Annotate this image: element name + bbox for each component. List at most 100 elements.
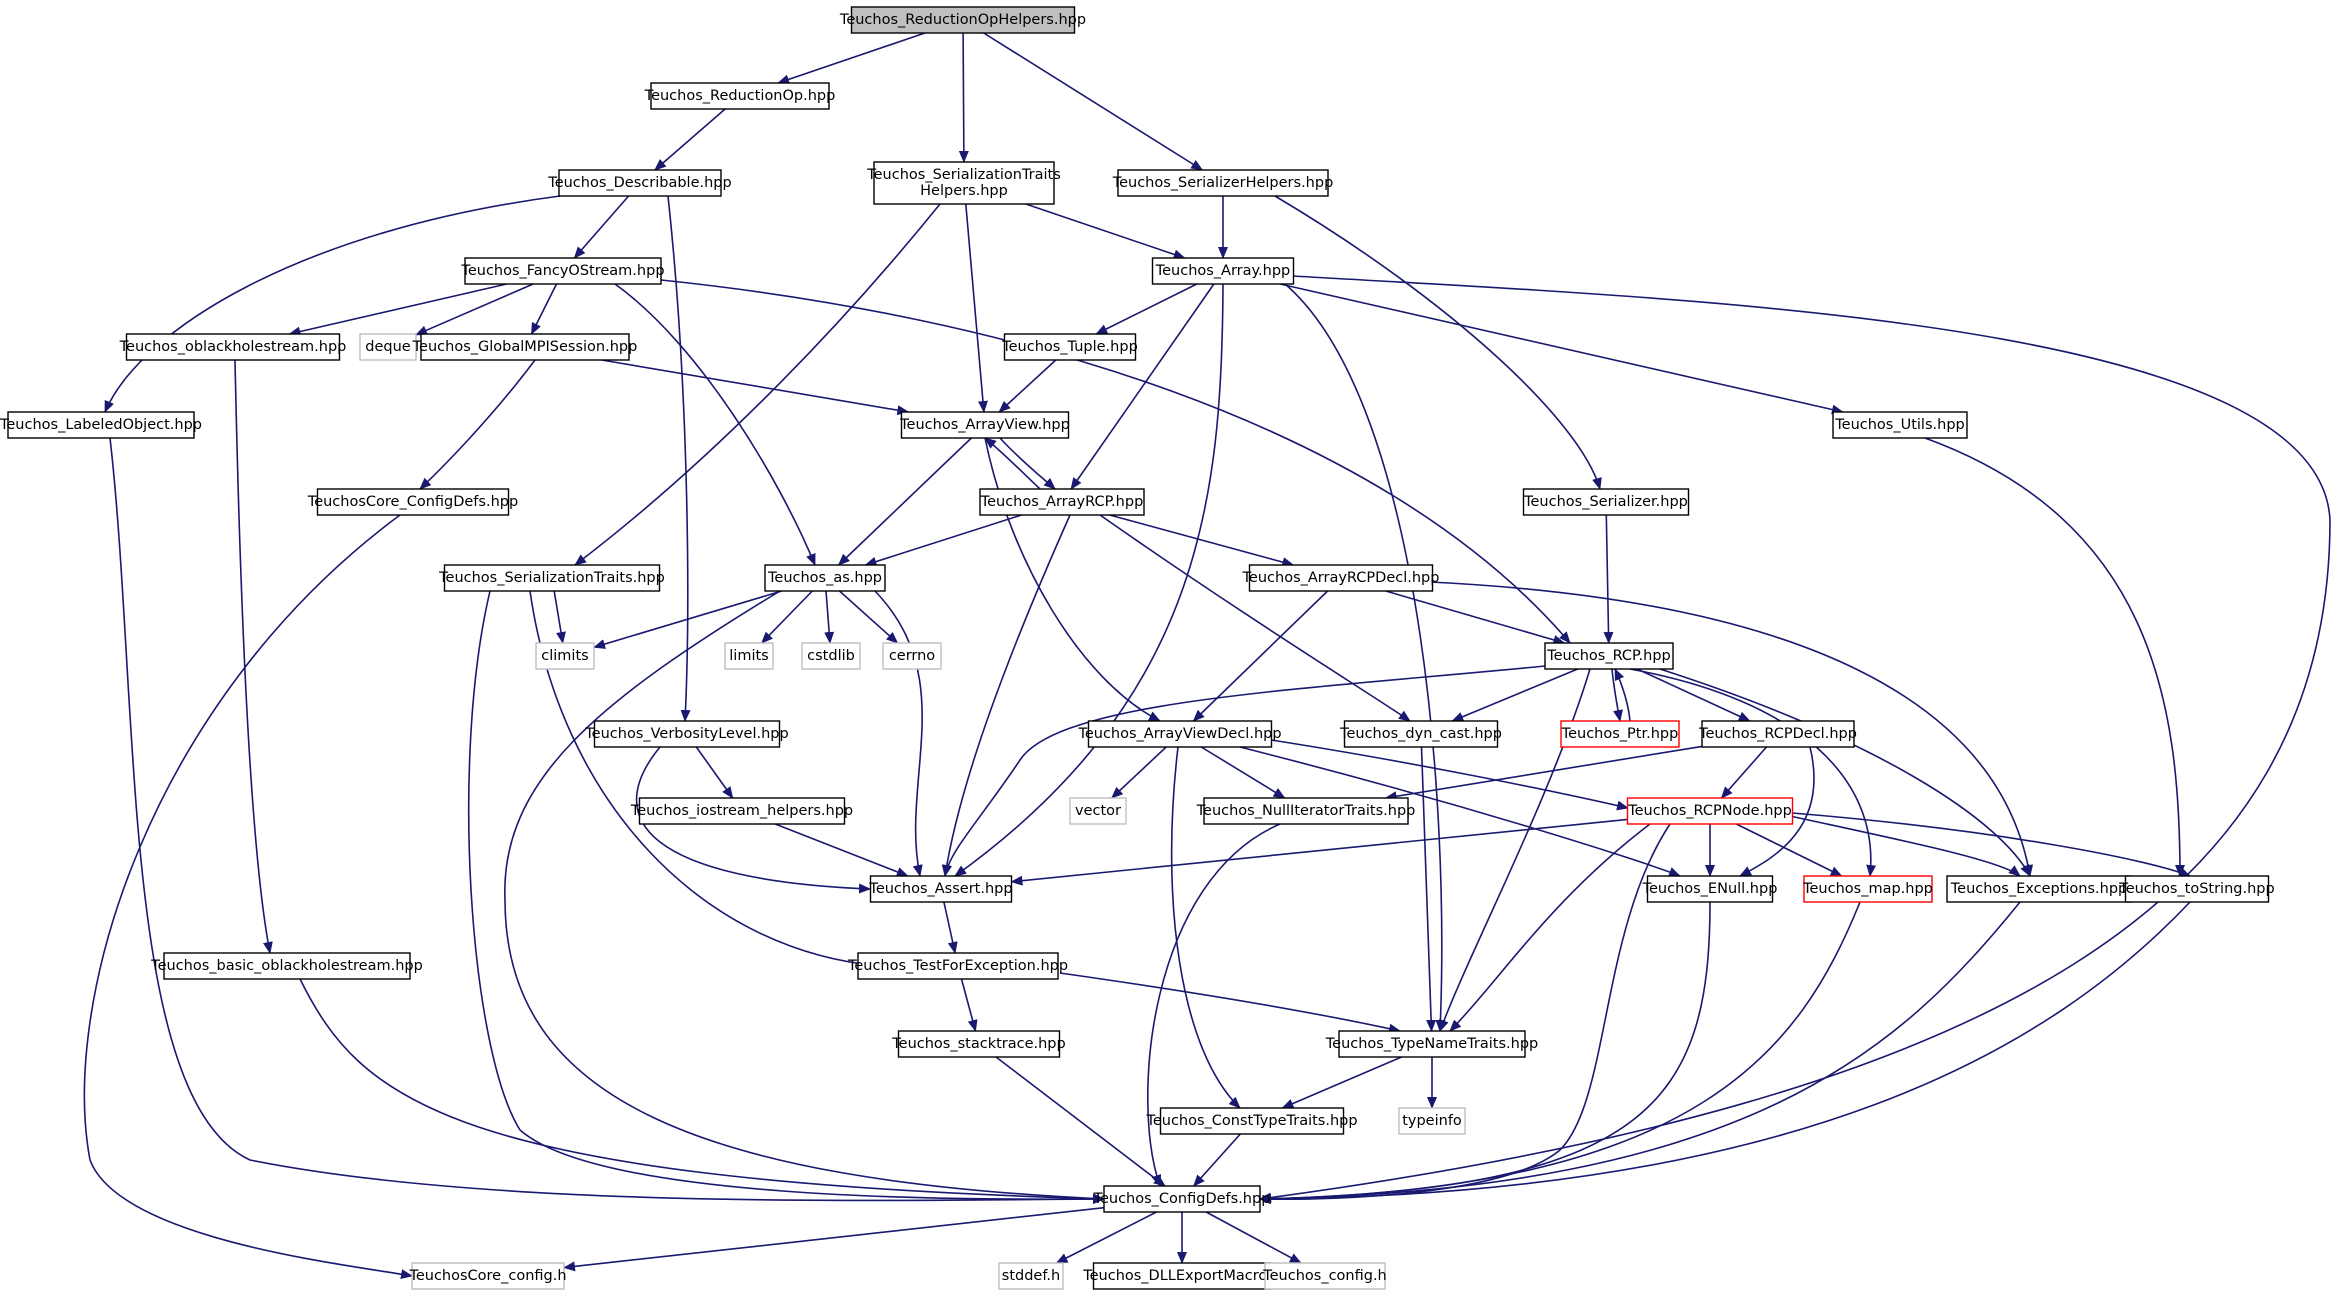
node-label: Teuchos_dyn_cast.hpp xyxy=(1339,726,1502,742)
node-box xyxy=(638,797,846,825)
node-dllexportmacro[interactable]: Teuchos_DLLExportMacro.h xyxy=(1082,1262,1281,1290)
node-label: Teuchos_SerializerHelpers.hpp xyxy=(1112,175,1334,191)
edge-rcpdecl-to-rcpnode xyxy=(1720,746,1768,799)
node-ptr[interactable]: Teuchos_Ptr.hpp xyxy=(1560,720,1680,748)
edge-line xyxy=(1281,1056,1402,1109)
node-assert[interactable]: Teuchos_Assert.hpp xyxy=(868,875,1013,903)
edge-array-to-configdefs xyxy=(1259,275,2331,1203)
node-box xyxy=(1544,642,1674,670)
edge-line xyxy=(838,590,899,644)
node-label: Teuchos_ArrayRCPDecl.hpp xyxy=(1242,570,1440,586)
node-coreconfigdefs[interactable]: TeuchosCore_ConfigDefs.hpp xyxy=(307,488,518,516)
node-label: Teuchos_RCPNode.hpp xyxy=(1627,803,1792,819)
edge-exceptions-to-configdefs xyxy=(1259,901,2021,1204)
node-box xyxy=(869,875,1013,903)
node-reductionop[interactable]: Teuchos_ReductionOp.hpp xyxy=(644,82,836,110)
edge-line xyxy=(1720,746,1768,799)
node-serializerhelpers[interactable]: Teuchos_SerializerHelpers.hpp xyxy=(1112,169,1334,197)
node-arrayrcpdecl[interactable]: Teuchos_ArrayRCPDecl.hpp xyxy=(1242,564,1440,592)
node-labeledobject[interactable]: Teuchos_LabeledObject.hpp xyxy=(0,411,202,439)
node-iostreamhelpers[interactable]: Teuchos_iostream_helpers.hpp xyxy=(630,797,853,825)
node-box xyxy=(882,642,942,670)
node-label: Teuchos_Utils.hpp xyxy=(1834,417,1964,433)
node-reductionophelpers[interactable]: Teuchos_ReductionOpHelpers.hpp xyxy=(839,6,1086,34)
node-oblackholestream[interactable]: Teuchos_oblackholestream.hpp xyxy=(119,333,347,361)
node-box xyxy=(558,169,722,197)
edge-line xyxy=(1611,668,1623,722)
node-rcpnode[interactable]: Teuchos_RCPNode.hpp xyxy=(1626,797,1794,825)
node-arrayrcp[interactable]: Teuchos_ArrayRCP.hpp xyxy=(979,488,1145,516)
node-box xyxy=(724,642,774,670)
node-utils[interactable]: Teuchos_Utils.hpp xyxy=(1832,411,1968,439)
edge-serializationtraitshelpers-to-serializationtraits xyxy=(574,203,941,566)
node-box xyxy=(1560,720,1680,748)
node-box xyxy=(873,161,1055,205)
node-box xyxy=(1264,1262,1386,1290)
edge-line xyxy=(504,590,1105,1204)
node-box xyxy=(1003,333,1137,361)
node-describable[interactable]: Teuchos_Describable.hpp xyxy=(547,169,732,197)
node-typenametraits[interactable]: Teuchos_TypeNameTraits.hpp xyxy=(1325,1030,1538,1058)
edge-line xyxy=(960,978,978,1032)
edge-line xyxy=(1147,823,1281,1187)
node-configdefs[interactable]: Teuchos_ConfigDefs.hpp xyxy=(1093,1185,1271,1213)
node-dyncast[interactable]: Teuchos_dyn_cast.hpp xyxy=(1339,720,1502,748)
edge-line xyxy=(1259,823,1671,1205)
node-arrayview[interactable]: Teuchos_ArrayView.hpp xyxy=(899,411,1070,439)
edge-as-to-assert xyxy=(874,590,923,877)
edge-arrayrcpdecl-to-exceptions xyxy=(1429,581,2034,877)
node-exceptions[interactable]: Teuchos_Exceptions.hpp xyxy=(1946,875,2132,903)
edge-line xyxy=(467,590,1105,1205)
node-serializer[interactable]: Teuchos_Serializer.hpp xyxy=(1522,488,1690,516)
node-verbositylevel[interactable]: Teuchos_VerbosityLevel.hpp xyxy=(584,720,789,748)
edge-line xyxy=(299,978,1105,1204)
edge-arrayrcp-to-dyncast xyxy=(1099,514,1411,722)
node-globalmpisession[interactable]: Teuchos_GlobalMPISession.hpp xyxy=(412,333,638,361)
node-stacktrace[interactable]: Teuchos_stacktrace.hpp xyxy=(891,1030,1066,1058)
edge-serializationtraits-to-climits xyxy=(553,590,566,644)
node-serializationtraits[interactable]: Teuchos_SerializationTraits.hpp xyxy=(438,564,665,592)
node-box xyxy=(7,411,195,439)
edge-line xyxy=(943,901,958,954)
edge-line xyxy=(530,283,558,335)
edge-line xyxy=(529,590,881,970)
edges-layer xyxy=(83,32,2331,1280)
node-nulliteratortraits[interactable]: Teuchos_NullIteratorTraits.hpp xyxy=(1196,797,1416,825)
node-box xyxy=(1338,1030,1526,1058)
node-deque: deque xyxy=(359,333,417,361)
node-box xyxy=(411,1262,565,1290)
node-enull[interactable]: Teuchos_ENull.hpp xyxy=(1642,875,1778,903)
node-testforexception[interactable]: Teuchos_TestForException.hpp xyxy=(847,952,1068,980)
edge-line xyxy=(1070,283,1215,490)
node-cerrno: cerrno xyxy=(882,642,942,670)
node-map[interactable]: Teuchos_map.hpp xyxy=(1802,875,1933,903)
node-tostring[interactable]: Teuchos_toString.hpp xyxy=(2118,875,2275,903)
node-limits: limits xyxy=(724,642,774,670)
node-typeinfo: typeinfo xyxy=(1398,1107,1466,1135)
node-box xyxy=(1646,875,1774,903)
node-tuple[interactable]: Teuchos_Tuple.hpp xyxy=(1001,333,1138,361)
node-rcpdecl[interactable]: Teuchos_RCPDecl.hpp xyxy=(1698,720,1857,748)
node-label: limits xyxy=(729,648,768,664)
node-box xyxy=(979,488,1145,516)
node-label: Teuchos_ReductionOpHelpers.hpp xyxy=(839,12,1086,28)
edge-line xyxy=(837,437,972,566)
edge-array-to-utils xyxy=(1279,283,1844,415)
node-label: cstdlib xyxy=(807,648,855,664)
edge-rcpnode-to-tostring xyxy=(1791,812,2191,877)
node-arrayviewdecl[interactable]: Teuchos_ArrayViewDecl.hpp xyxy=(1077,720,1282,748)
edge-line xyxy=(1259,901,2021,1204)
node-label: Teuchos_RCPDecl.hpp xyxy=(1698,726,1857,742)
node-consttypetraits[interactable]: Teuchos_ConstTypeTraits.hpp xyxy=(1145,1107,1358,1135)
edge-assert-to-testforexception xyxy=(943,901,958,954)
node-array[interactable]: Teuchos_Array.hpp xyxy=(1151,257,1295,285)
node-rcp[interactable]: Teuchos_RCP.hpp xyxy=(1544,642,1674,670)
node-basicoblackholestream[interactable]: Teuchos_basic_oblackholestream.hpp xyxy=(150,952,423,980)
node-as[interactable]: Teuchos_as.hpp xyxy=(764,564,886,592)
node-box xyxy=(125,333,341,361)
edge-rcp-to-map xyxy=(1629,668,1877,877)
edge-line xyxy=(1055,1211,1157,1264)
node-fancyostream[interactable]: Teuchos_FancyOStream.hpp xyxy=(460,257,665,285)
